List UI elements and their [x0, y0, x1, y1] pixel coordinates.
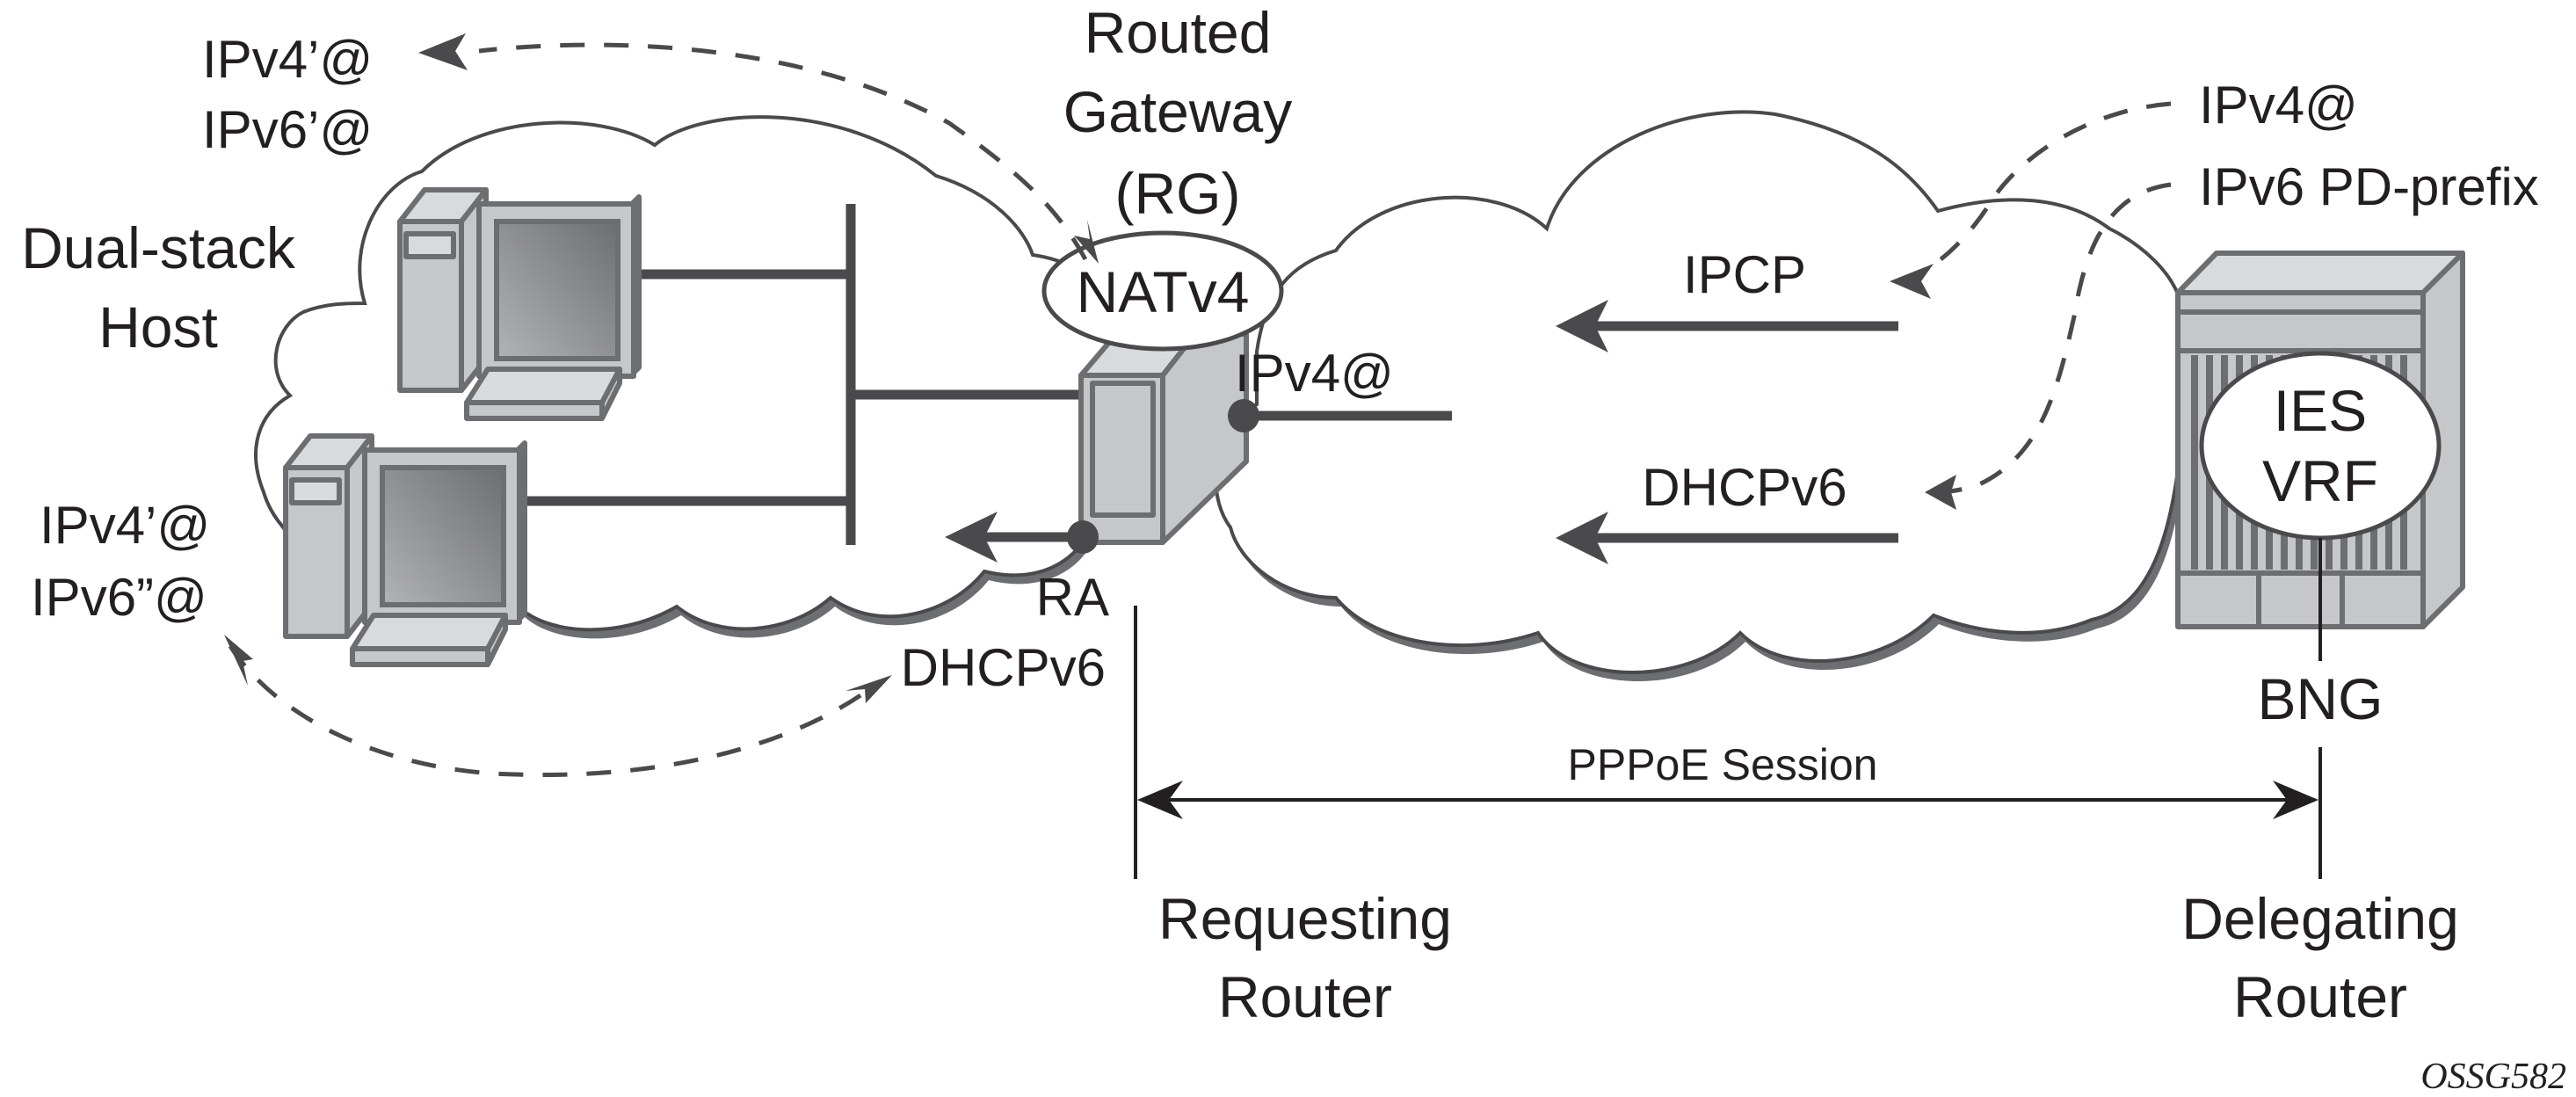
host1-ipv4-address: IPv4’@	[202, 30, 373, 89]
dashed-arrow-host2-to-ra	[224, 635, 892, 778]
wan-dhcpv6-label: DHCPv6	[1642, 458, 1847, 517]
pppoe-session-label: PPPoE Session	[1568, 740, 1878, 789]
rg-wan-ipv4-address: IPv4@	[1235, 344, 1394, 403]
host-label-line2: Host	[98, 294, 218, 360]
rg-lan-interface	[945, 512, 1099, 563]
nat-label: NATv4	[1077, 259, 1250, 324]
rg-title-line1: Routed	[1085, 0, 1272, 65]
rg-title-line2: Gateway	[1063, 79, 1292, 144]
ra-label: RA	[1036, 568, 1109, 627]
host2-ipv6-address: IPv6”@	[31, 568, 207, 627]
bng-label: BNG	[2257, 666, 2383, 731]
ipcp-label: IPCP	[1683, 245, 1806, 304]
lan-switch-bus	[527, 204, 1083, 545]
lan-dhcpv6-label: DHCPv6	[901, 638, 1106, 697]
host-label-line1: Dual-stack	[21, 215, 296, 280]
dashed-arrow-ipv4-to-ipcp	[1890, 101, 2172, 299]
rg-title-line3: (RG)	[1115, 161, 1241, 226]
bng-ipv4-address: IPv4@	[2199, 76, 2358, 134]
rg-wan-interface	[1228, 399, 1452, 432]
pppoe-session-arrow	[1137, 781, 2318, 819]
ies-label: IES	[2274, 378, 2367, 443]
delegating-router-line1: Delegating	[2181, 886, 2459, 951]
ies-vrf-service: IES VRF	[2199, 351, 2442, 541]
vrf-label: VRF	[2262, 448, 2378, 513]
host-computer-2-icon	[283, 433, 527, 667]
dashed-arrow-pd-to-dhcpv6	[1925, 182, 2172, 510]
ipcp-arrow	[1556, 300, 1898, 352]
dhcpv6-arrow	[1556, 512, 1898, 564]
ra-arrowhead-icon	[945, 512, 998, 563]
requesting-router-line2: Router	[1218, 964, 1392, 1029]
nat-function: NATv4	[1041, 230, 1284, 352]
dashed-arrow-host1-to-nat	[418, 33, 1099, 264]
delegating-router-line2: Router	[2233, 964, 2407, 1029]
access-network-cloud	[1214, 110, 2215, 681]
host1-ipv6-address: IPv6’@	[202, 100, 373, 159]
figure-id: OSSG582	[2420, 1057, 2566, 1097]
host-computer-1-icon	[397, 187, 642, 421]
host2-ipv4-address: IPv4’@	[40, 496, 210, 555]
requesting-router-line1: Requesting	[1158, 886, 1452, 951]
bng-pd-prefix: IPv6 PD-prefix	[2199, 157, 2539, 216]
